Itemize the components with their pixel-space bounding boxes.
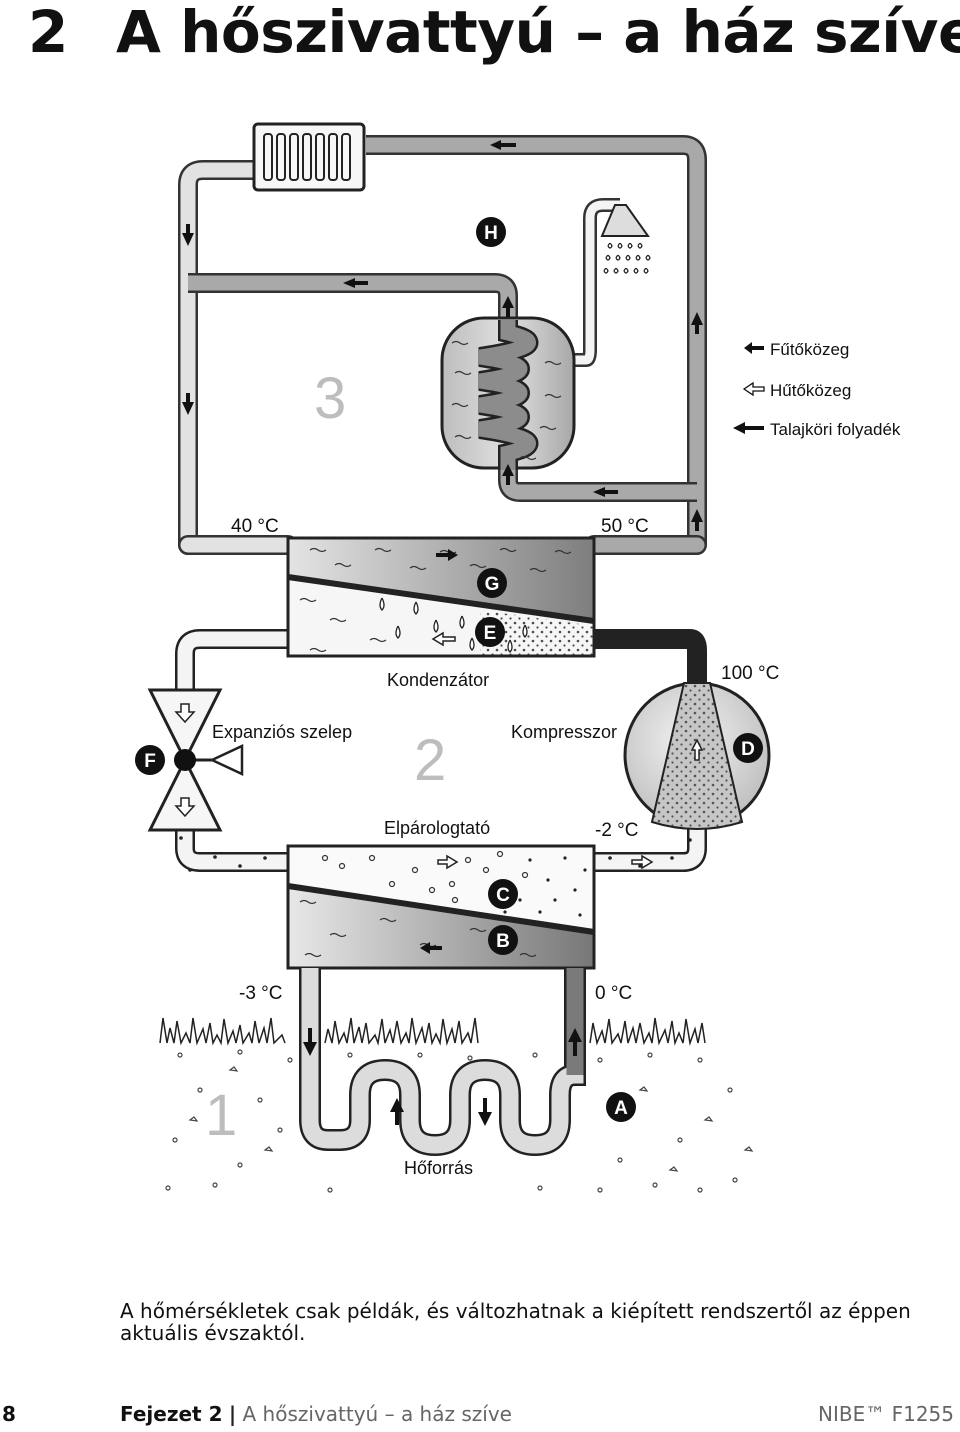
refrigerant-circuit: [175, 629, 707, 872]
marker-a: A: [606, 1092, 636, 1122]
grass-line: [159, 1017, 706, 1046]
flow-arrows-dark: [420, 549, 458, 954]
page-footer: 8 Fejezet 2 | A hőszivattyú – a ház szív…: [0, 1402, 960, 1432]
label-expansion-valve: Expanziós szelep: [212, 722, 352, 742]
legend-item-heating-medium: Fűtőközeg: [744, 340, 849, 359]
marker-g: G: [477, 568, 507, 598]
zone-3: 3: [314, 366, 346, 431]
temp-100: 100 °C: [721, 663, 779, 684]
temp-40: 40 °C: [231, 516, 279, 537]
temp-minus-3: -3 °C: [239, 983, 283, 1004]
compressor: [623, 681, 771, 830]
svg-text:Fűtőközeg: Fűtőközeg: [770, 340, 849, 359]
label-evaporator: Elpárologtató: [384, 818, 490, 838]
soil-particles: [165, 1049, 754, 1193]
page-number: 8: [2, 1402, 16, 1426]
svg-text:B: B: [496, 931, 510, 952]
chapter-number: 2: [28, 0, 68, 66]
shower-head: [600, 204, 651, 274]
svg-text:H: H: [484, 223, 498, 244]
chapter-title: A hőszivattyú – a ház szíve: [116, 0, 960, 66]
footer-chapter-title: A hőszivattyú – a ház szíve: [242, 1402, 512, 1426]
hot-water-tank: [440, 316, 576, 470]
heat-pump-diagram: Fűtőközeg Hűtőközeg Talajköri folyadék 4…: [135, 122, 901, 1193]
svg-text:A: A: [614, 1098, 628, 1119]
temp-50: 50 °C: [601, 516, 649, 537]
component-labels: Kondenzátor Expanziós szelep Kompresszor…: [212, 670, 617, 1178]
svg-text:Hűtőközeg: Hűtőközeg: [770, 381, 851, 400]
marker-e: E: [475, 617, 505, 647]
flow-arrows-refrigerant: [431, 631, 654, 870]
zone-numbers: 1 2 3: [205, 366, 446, 1148]
flow-arrows-brine: [303, 1028, 582, 1126]
legend: Fűtőközeg Hűtőközeg Talajköri folyadék: [733, 340, 901, 439]
legend-item-brine: Talajköri folyadék: [733, 420, 901, 439]
legend-item-refrigerant: Hűtőközeg: [742, 381, 851, 400]
temp-minus-2: -2 °C: [595, 820, 639, 841]
radiator: [252, 122, 366, 192]
svg-text:Talajköri folyadék: Talajköri folyadék: [770, 420, 901, 439]
svg-text:D: D: [741, 739, 755, 760]
component-markers: A B C D E F G H: [135, 217, 763, 1122]
flow-arrows-heating: [182, 140, 703, 531]
label-condenser: Kondenzátor: [387, 670, 489, 690]
svg-text:E: E: [484, 623, 497, 644]
ground-collector: [299, 968, 586, 1157]
footer-chapter: Fejezet 2 | A hőszivattyú – a ház szíve: [120, 1402, 512, 1426]
label-heat-source: Hőforrás: [404, 1158, 473, 1178]
footer-chapter-label: Fejezet 2: [120, 1402, 223, 1426]
marker-f: F: [135, 745, 165, 775]
footer-separator: |: [228, 1402, 237, 1426]
temp-0: 0 °C: [595, 983, 632, 1004]
caption: A hőmérsékletek csak példák, és változha…: [120, 1299, 911, 1345]
svg-text:F: F: [144, 751, 156, 772]
marker-c: C: [488, 879, 518, 909]
temperature-labels: 40 °C 50 °C 100 °C -2 °C -3 °C 0 °C: [231, 516, 779, 1004]
marker-d: D: [733, 733, 763, 763]
svg-text:G: G: [485, 574, 500, 595]
svg-text:C: C: [496, 885, 510, 906]
zone-1: 1: [205, 1083, 237, 1148]
label-compressor: Kompresszor: [511, 722, 617, 742]
footer-product: NIBE™ F1255: [818, 1402, 954, 1426]
marker-h: H: [476, 217, 506, 247]
expansion-valve: [147, 688, 244, 832]
heating-circuit: [178, 135, 707, 555]
page-heading: 2 A hőszivattyú – a ház szíve: [28, 0, 960, 66]
marker-b: B: [488, 925, 518, 955]
zone-2: 2: [414, 728, 446, 793]
